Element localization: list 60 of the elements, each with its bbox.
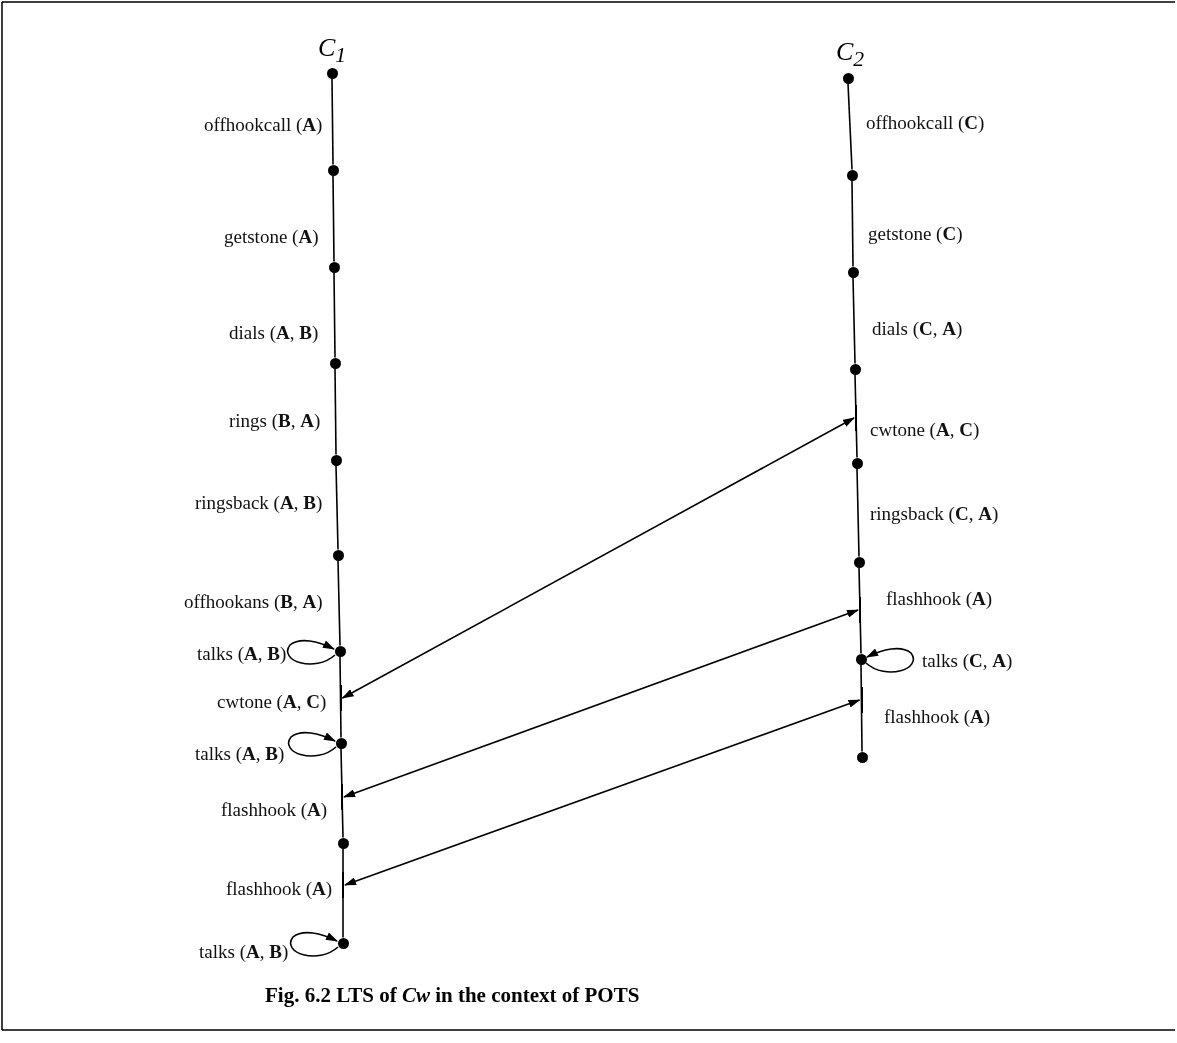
- state-dot: [335, 737, 347, 749]
- transition-label: offhookans (B, A): [184, 591, 323, 613]
- transition-label: talks (A, B): [195, 743, 285, 765]
- transition-label: ringsback (A, B): [195, 492, 323, 514]
- transition-line: [337, 559, 341, 647]
- transition-label: flashhook (A): [886, 588, 993, 610]
- state-dot: [326, 67, 338, 79]
- process-heading: C$_{2}$: [836, 38, 865, 74]
- state-dot: [330, 454, 342, 466]
- state-dot: [332, 549, 344, 561]
- transition-label: dials (A, B): [229, 322, 319, 344]
- transition-label: getstone (C): [868, 223, 963, 245]
- state-dot: [842, 72, 854, 84]
- state-dot: [334, 645, 346, 657]
- transition-line: [333, 271, 336, 359]
- transition-line: [335, 464, 339, 551]
- state-dot: [328, 261, 340, 273]
- double-headed-arrow: [341, 417, 855, 699]
- state-dot: [851, 457, 863, 469]
- self-loop-arrow: [287, 731, 337, 757]
- transition-label: cwtone (A, C): [217, 691, 327, 713]
- state-dot: [337, 937, 349, 949]
- state-dot: [846, 169, 858, 181]
- state-dot: [847, 266, 859, 278]
- transition-line: [334, 367, 337, 456]
- transition-label: flashhook (A): [221, 799, 328, 821]
- transition-label: dials (C, A): [872, 318, 963, 340]
- figure-caption: Fig. 6.2 LTS of Cw in the context of POTS: [265, 983, 640, 1007]
- state-dot: [337, 837, 349, 849]
- transition-line: [852, 276, 856, 365]
- transition-label: offhookcall (A): [204, 114, 323, 136]
- state-dot: [856, 751, 868, 763]
- self-loop-arrow: [865, 647, 914, 673]
- transition-label: flashhook (A): [884, 706, 991, 728]
- self-loop-arrow: [289, 931, 339, 957]
- state-dot: [329, 357, 341, 369]
- transition-label: talks (A, B): [197, 643, 287, 665]
- transition-line: [332, 174, 335, 263]
- transition-line: [331, 77, 334, 166]
- transition-label: cwtone (A, C): [870, 419, 980, 441]
- transition-line: [856, 467, 860, 558]
- transition-line: [847, 82, 853, 171]
- state-dot: [855, 653, 867, 665]
- double-headed-arrow: [343, 609, 859, 798]
- process-heading: C$_{1}$: [318, 34, 347, 70]
- state-dot: [849, 363, 861, 375]
- state-dot: [853, 556, 865, 568]
- transition-label: flashhook (A): [226, 878, 333, 900]
- transition-label: ringsback (C, A): [870, 503, 999, 525]
- double-headed-arrow: [344, 699, 861, 886]
- transition-label: talks (C, A): [922, 650, 1013, 672]
- transition-label: rings (B, A): [229, 410, 321, 432]
- transition-label: getstone (A): [224, 226, 319, 248]
- transition-line: [851, 179, 854, 268]
- transition-segment: [339, 685, 342, 711]
- transition-label: offhookcall (C): [866, 112, 985, 134]
- self-loop-arrow: [286, 639, 336, 665]
- state-dot: [327, 164, 339, 176]
- transition-label: talks (A, B): [199, 941, 289, 963]
- transition-segment: [860, 687, 863, 713]
